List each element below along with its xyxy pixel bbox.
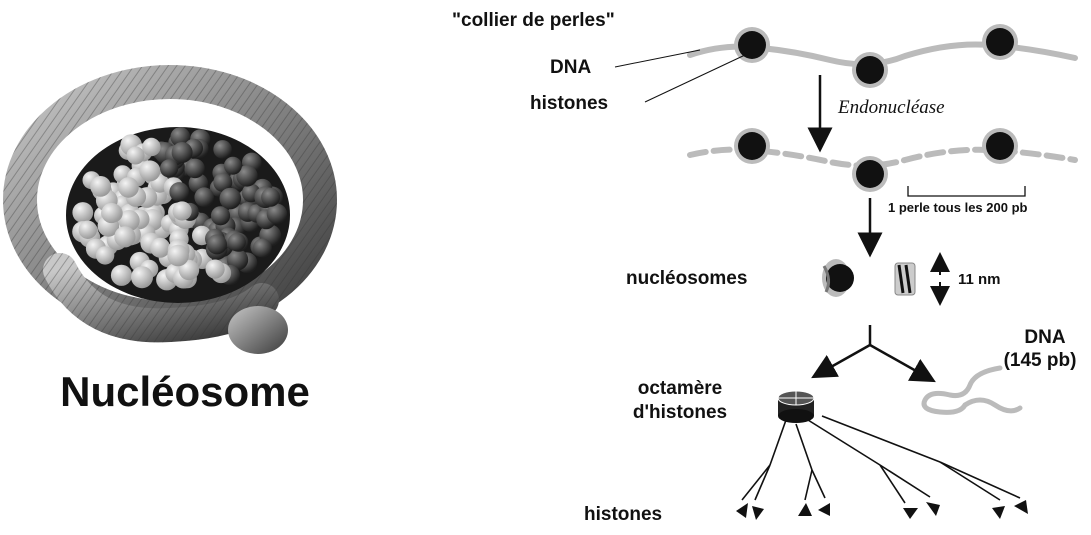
label-endonuclease: Endonucléase <box>838 97 945 119</box>
bead <box>982 24 1018 60</box>
label-histones-bottom: histones <box>584 504 662 526</box>
dna-fragment-squiggle <box>924 368 1020 412</box>
nucleosome-side-view <box>895 263 915 295</box>
dissociation-lines <box>742 416 1020 503</box>
bead <box>982 128 1018 164</box>
arrow-to-dna <box>870 345 925 376</box>
label-octamer-1: octamère <box>610 378 750 400</box>
bead <box>734 128 770 164</box>
label-octamer-2: d'histones <box>610 402 750 424</box>
label-collier: "collier de perles" <box>452 10 615 32</box>
label-histones-top: histones <box>530 93 608 115</box>
label-size: 11 nm <box>958 271 1001 288</box>
label-dna-fragment-2: (145 pb) <box>990 350 1090 372</box>
bead <box>852 52 888 88</box>
label-nucleosomes: nucléosomes <box>626 268 747 290</box>
octamer-disk <box>778 391 814 423</box>
label-spacing: 1 perle tous les 200 pb <box>888 200 1027 215</box>
nucleosome-front-view <box>822 259 854 297</box>
label-dna-fragment-1: DNA <box>1005 327 1085 349</box>
spacing-bracket <box>908 186 1025 196</box>
bead <box>852 156 888 192</box>
histone-pieces <box>736 500 1028 520</box>
arrow-to-octamer <box>822 345 870 372</box>
label-dna: DNA <box>550 57 591 79</box>
